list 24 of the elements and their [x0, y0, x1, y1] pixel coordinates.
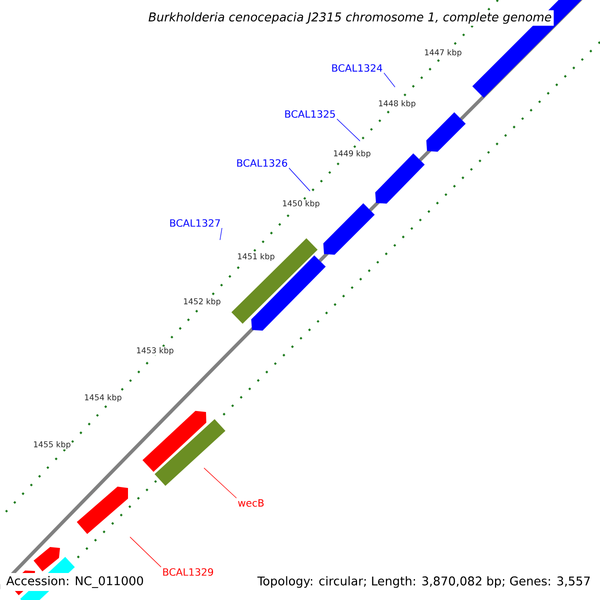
accession-text: Accession: NC_011000: [0, 573, 150, 591]
leader-line: [130, 536, 162, 568]
tick-label: 1449 kbp: [332, 150, 372, 158]
tick-label: 1448 kbp: [378, 100, 416, 108]
tick-label: 1447 kbp: [424, 48, 462, 58]
leader-line: [336, 118, 360, 142]
gene-label: BCAL1325: [285, 110, 335, 118]
tick-label: 1450 kbp: [282, 200, 320, 208]
tick-label: 1451 kbp: [236, 252, 276, 262]
leader-line: [204, 468, 237, 498]
leader-line: [220, 228, 222, 240]
gene-label: BCAL1324: [332, 64, 382, 72]
gene-label: BCAL1327: [170, 219, 220, 227]
tick-label: 1452 kbp: [182, 298, 222, 306]
genome-info-text: Topology: circular; Length: 3,870,082 bp; Genes: 3,557: [255, 574, 593, 590]
tick-label: 1455 kbp: [32, 440, 72, 450]
tick-label: 1454 kbp: [84, 394, 122, 402]
tick-label: 1453 kbp: [136, 346, 174, 356]
leader-line: [384, 72, 396, 88]
gene-label: BCAL1329: [163, 568, 214, 576]
title: Burkholderia cenocepacia J2315 chromosome 1, complete genome: [146, 10, 554, 26]
leader-line: [288, 168, 310, 192]
gene-label: BCAL1326: [237, 159, 288, 167]
gene-label: wecB: [238, 499, 264, 507]
